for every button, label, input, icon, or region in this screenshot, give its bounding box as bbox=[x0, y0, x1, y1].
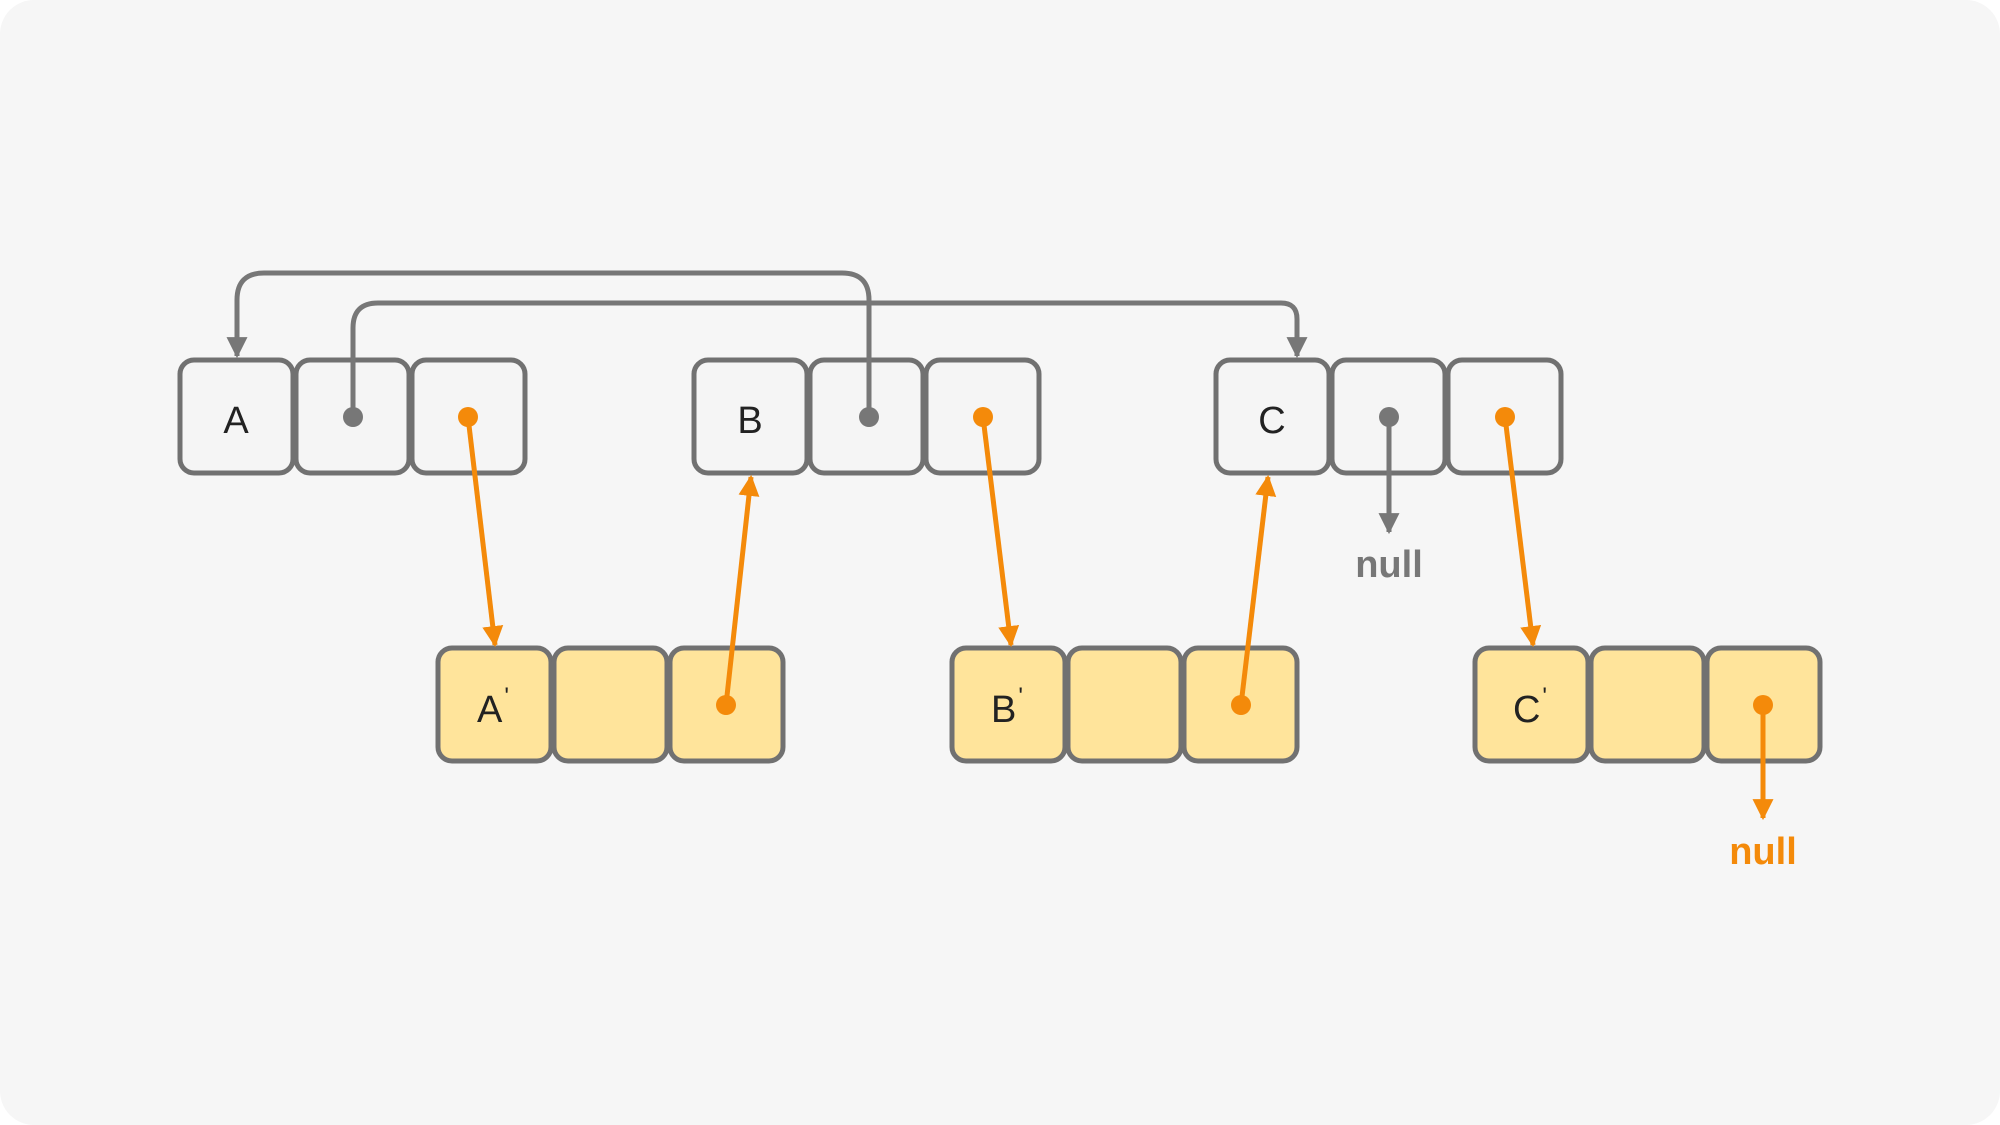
node-a-random-dot bbox=[458, 407, 478, 427]
node-c-next-dot bbox=[1379, 407, 1399, 427]
node-a-copy-value-cell bbox=[435, 645, 554, 764]
orange-null-label: null bbox=[1729, 831, 1797, 873]
pointer-a-to-c bbox=[350, 300, 1308, 417]
node-c-copy-next-cell bbox=[1588, 645, 1707, 764]
node-a-label: A bbox=[223, 400, 249, 442]
node-b-label: B bbox=[737, 400, 762, 442]
node-c-copy-value-cell bbox=[1472, 645, 1591, 764]
pointer-a-to-a-copy bbox=[465, 416, 504, 648]
node-b-copy-label: B' bbox=[991, 683, 1023, 731]
node-b-copy-value-cell bbox=[949, 645, 1068, 764]
node-a-copy-pointer-dot bbox=[716, 695, 736, 715]
node-c-label: C bbox=[1258, 400, 1285, 442]
node-b-copy-pointer-dot bbox=[1231, 695, 1251, 715]
pointer-b-to-b-copy bbox=[980, 416, 1020, 648]
pointer-b-copy-to-c bbox=[1238, 474, 1277, 706]
node-b-value-cell bbox=[691, 357, 810, 476]
node-c-copy-label: C' bbox=[1513, 683, 1547, 731]
pointer-a-copy-to-b bbox=[723, 474, 760, 706]
node-a-value-cell bbox=[177, 357, 296, 476]
node-b-copy-next-cell bbox=[1065, 645, 1184, 764]
node-b-random-dot bbox=[973, 407, 993, 427]
gray-null-label: null bbox=[1355, 544, 1423, 586]
node-a-next-dot bbox=[343, 407, 363, 427]
node-b-next-dot bbox=[859, 407, 879, 427]
node-c-value-cell bbox=[1213, 357, 1332, 476]
node-a-copy-next-cell bbox=[551, 645, 670, 764]
pointer-c-to-c-copy bbox=[1502, 416, 1542, 648]
node-c-random-dot bbox=[1495, 407, 1515, 427]
node-a-copy-label: A' bbox=[477, 683, 509, 731]
pointer-b-to-a bbox=[226, 270, 872, 417]
node-c-copy-pointer-dot bbox=[1753, 695, 1773, 715]
